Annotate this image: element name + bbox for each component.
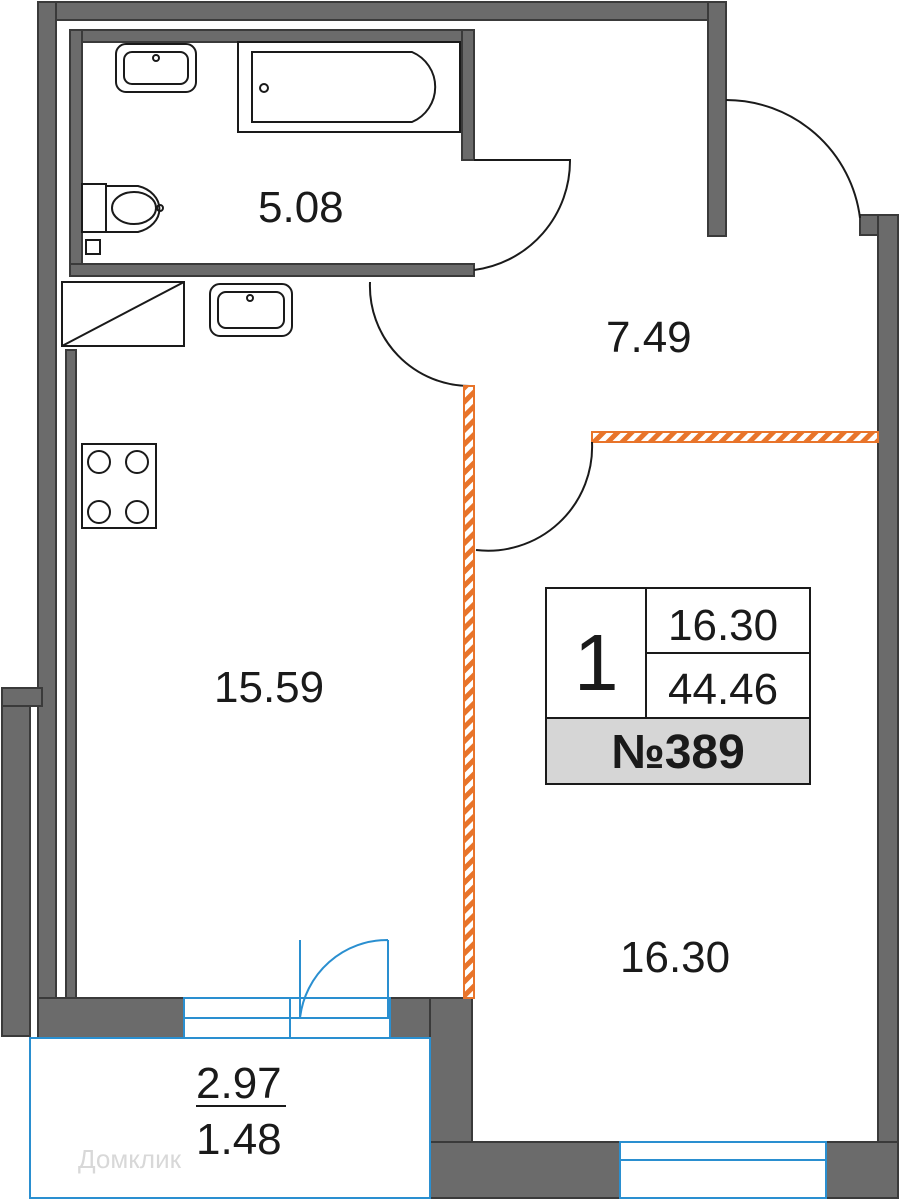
sink-icon — [115, 43, 197, 93]
watermark-text: Домклик — [78, 1144, 182, 1174]
living-area-value: 16.30 — [668, 601, 778, 650]
balcony-area-label: 2.97 — [196, 1059, 282, 1108]
hallway-closet — [61, 281, 185, 347]
partition-hall-living — [591, 431, 879, 443]
bathroom-area-label: 5.08 — [258, 183, 344, 232]
kitchen-area-label: 15.59 — [214, 663, 324, 712]
total-area-value: 44.46 — [668, 665, 778, 714]
stove-icon — [81, 443, 157, 529]
partition-kitchen-living — [463, 385, 475, 999]
apartment-info-box: 1 16.30 44.46 №389 — [545, 587, 811, 785]
balcony-door-swing — [299, 938, 389, 1019]
apartment-number: №389 — [611, 726, 745, 779]
living-window — [619, 1141, 827, 1199]
hallway-area-label: 7.49 — [606, 313, 692, 362]
living-area-label: 16.30 — [620, 933, 730, 982]
kitchen-left-wall-inner — [65, 349, 77, 999]
balcony-window — [183, 997, 391, 1039]
kitchen-door-swing — [368, 281, 471, 387]
hallway-sink-icon — [209, 283, 293, 337]
bathroom-door-swing — [473, 159, 572, 271]
balcony-outline — [29, 1037, 431, 1199]
bathroom-walls — [69, 29, 475, 277]
toilet-icon — [81, 183, 164, 255]
rooms-count: 1 — [574, 618, 619, 707]
entrance-door-swing — [725, 99, 861, 219]
living-door-swing — [475, 441, 594, 552]
bathtub-icon — [237, 41, 461, 133]
balcony-reduced-area-label: 1.48 — [196, 1115, 282, 1164]
